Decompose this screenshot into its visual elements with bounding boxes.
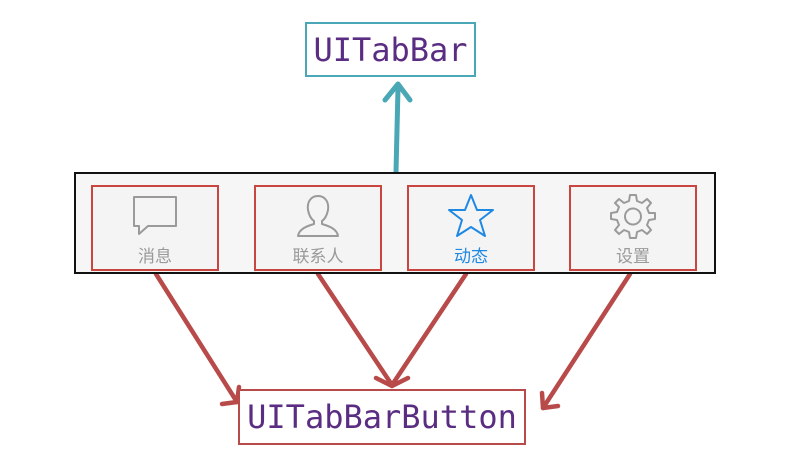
tab-feed[interactable]: 动态 bbox=[407, 185, 535, 271]
tab-contacts[interactable]: 联系人 bbox=[254, 185, 382, 271]
arrowhead-center bbox=[373, 375, 411, 389]
contact-person-icon bbox=[256, 191, 380, 241]
arrow-from-tab-3 bbox=[391, 271, 469, 385]
tab-feed-label: 动态 bbox=[454, 247, 488, 267]
star-icon bbox=[409, 191, 533, 241]
tab-contacts-label: 联系人 bbox=[292, 247, 344, 267]
tab-settings[interactable]: 设置 bbox=[569, 185, 697, 271]
tabbar-arrow bbox=[382, 81, 413, 175]
gear-icon bbox=[571, 191, 695, 241]
arrow-from-tab-4 bbox=[540, 271, 633, 411]
tab-messages[interactable]: 消息 bbox=[91, 185, 219, 271]
tab-messages-label: 消息 bbox=[138, 247, 172, 267]
uitabbar-label: UITabBar bbox=[305, 22, 476, 77]
arrow-from-tab-1 bbox=[153, 271, 240, 405]
tabbar: 消息 联系人 动态 bbox=[74, 172, 716, 274]
chat-bubble-icon bbox=[93, 191, 217, 241]
arrowhead-4 bbox=[539, 390, 561, 411]
button-arrows bbox=[153, 271, 633, 411]
uitabbarbutton-label: UITabBarButton bbox=[238, 389, 526, 445]
tab-settings-label: 设置 bbox=[616, 247, 650, 267]
arrow-from-tab-2 bbox=[315, 271, 393, 385]
